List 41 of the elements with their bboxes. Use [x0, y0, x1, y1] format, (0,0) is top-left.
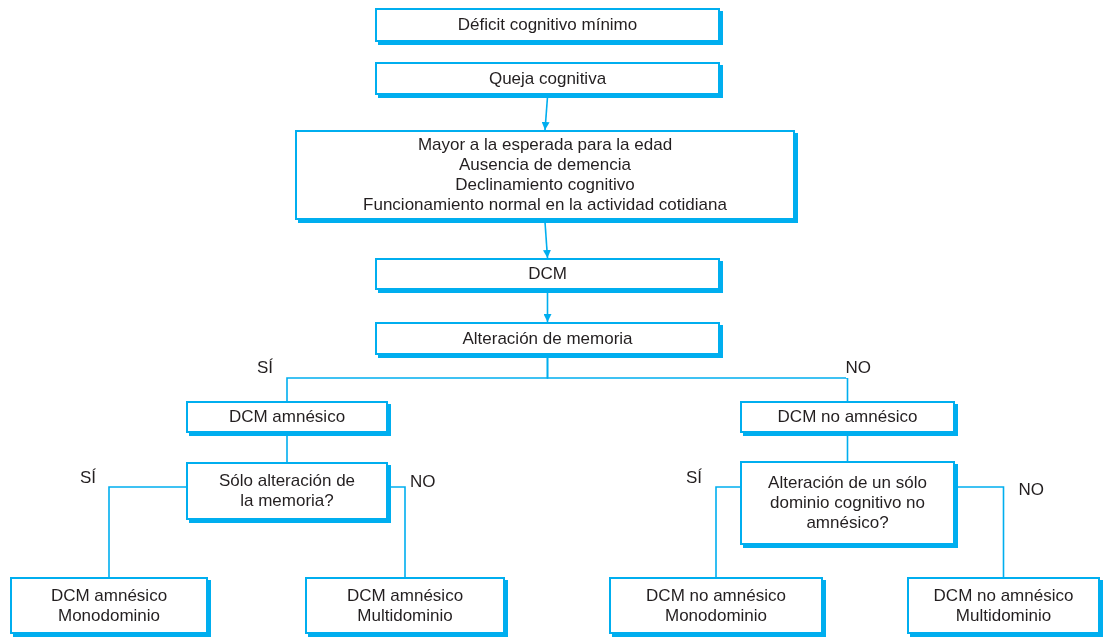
- box-text: Ausencia de demencia: [459, 155, 631, 175]
- box-text: Alteración de un sólo dominio cognitivo no amnésico?: [767, 473, 928, 533]
- box-text: DCM no amnésico: [646, 585, 786, 606]
- box-text: Multidominio: [357, 605, 453, 626]
- connector-line: [286, 434, 288, 463]
- box-text: Sólo alteración de la memoria?: [218, 471, 356, 511]
- box-text: Multidominio: [955, 605, 1052, 626]
- box-text: Alteración de memoria: [462, 328, 633, 349]
- edge-label: NO: [845, 358, 871, 378]
- process-box: [375, 62, 720, 95]
- box-text: DCM: [528, 264, 567, 284]
- process-box: [907, 577, 1100, 634]
- process-box: [305, 577, 505, 634]
- box-text: Queja cognitiva: [488, 68, 607, 89]
- process-box: [375, 322, 720, 355]
- box-text: DCM amnésico: [50, 585, 168, 606]
- box-text: Funcionamiento normal en la actividad cotidiana: [363, 195, 727, 215]
- box-text: Monodominio: [664, 605, 768, 626]
- process-box: [186, 401, 388, 433]
- box-text: DCM amnésico: [346, 585, 464, 606]
- box-text: Déficit cognitivo mínimo: [457, 15, 638, 35]
- process-box: [740, 461, 955, 545]
- process-box: [295, 130, 795, 220]
- connector-line: [846, 434, 849, 462]
- box-text: DCM no amnésico: [933, 585, 1074, 606]
- connector-line: [715, 486, 741, 578]
- process-box: [375, 258, 720, 290]
- process-box: [740, 401, 955, 433]
- process-box: [186, 462, 388, 520]
- box-text: Declinamiento cognitivo: [455, 175, 635, 195]
- process-box: [10, 577, 208, 634]
- box-text: DCM amnésico: [228, 407, 346, 427]
- box-text: Mayor a la esperada para la edad: [417, 135, 673, 155]
- process-box: [609, 577, 823, 634]
- process-box: [375, 8, 720, 42]
- connector-line: [108, 486, 187, 578]
- arrow: [542, 221, 551, 259]
- box-text: Monodominio: [57, 605, 161, 626]
- arrow: [541, 96, 550, 131]
- box-text: DCM no amnésico: [777, 407, 918, 427]
- arrow: [543, 291, 552, 323]
